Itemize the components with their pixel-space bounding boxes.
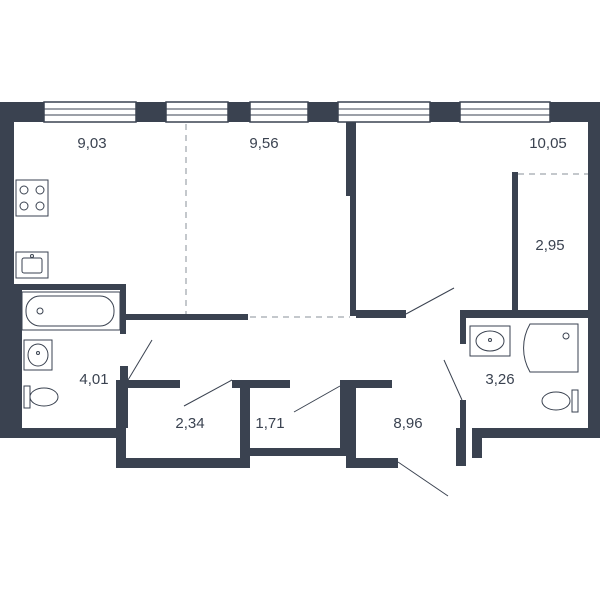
bathroom-area: 4,01 <box>79 371 108 388</box>
stove-icon <box>15 179 49 217</box>
window-kitchen <box>43 101 137 123</box>
window-bedroom-left <box>337 101 431 123</box>
storage-area: 2,34 <box>175 415 204 432</box>
shower-room-area: 3,26 <box>485 371 514 388</box>
door-bathroom <box>127 339 153 381</box>
dashed-boundaries <box>185 124 588 318</box>
shower-toilet-icon <box>541 389 579 413</box>
living-area: 9,56 <box>249 135 278 152</box>
door-closet <box>293 385 341 413</box>
door-shower-room <box>443 359 463 401</box>
walls <box>0 102 600 468</box>
wardrobe-area: 2,95 <box>535 237 564 254</box>
hall-area: 8,96 <box>393 415 422 432</box>
window-bedroom-right <box>459 101 551 123</box>
kitchen-sink-icon <box>15 251 49 279</box>
bathroom-sink-icon <box>23 339 53 371</box>
door-bedroom <box>405 287 455 315</box>
closet-area: 1,71 <box>255 415 284 432</box>
window-living-left <box>165 101 229 123</box>
shower-sink-icon <box>469 325 511 357</box>
kitchen-area: 9,03 <box>77 135 106 152</box>
shower-tray-icon <box>523 323 579 373</box>
bedroom-area: 10,05 <box>529 135 567 152</box>
doors <box>127 287 463 497</box>
toilet-icon <box>23 385 59 409</box>
door-entrance <box>397 461 449 497</box>
area-labels: 9,03 9,56 10,05 2,95 4,01 2,34 1,71 8,96… <box>77 135 566 432</box>
bathtub-icon <box>21 291 121 331</box>
door-storage <box>183 379 233 407</box>
windows <box>43 101 551 123</box>
window-living-right <box>249 101 309 123</box>
